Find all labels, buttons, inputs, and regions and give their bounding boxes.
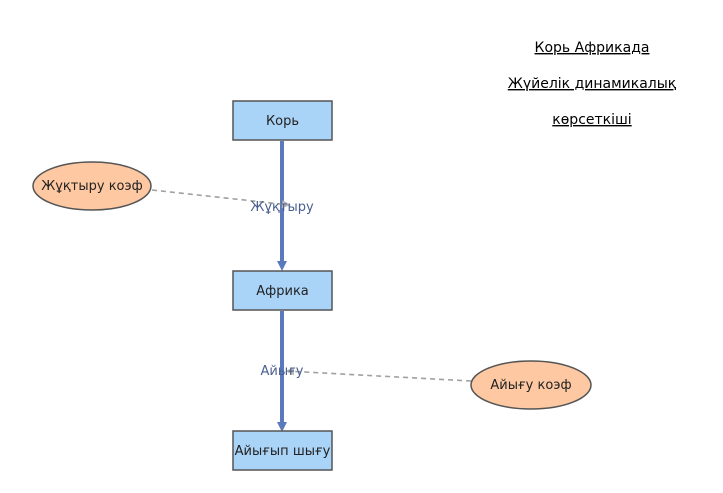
- stock-recovered[interactable]: Айығып шығу: [232, 430, 333, 471]
- param-recovery-coef[interactable]: Айығу коэф: [470, 360, 592, 410]
- stock-measles[interactable]: Корь: [232, 100, 333, 141]
- infection-flow-label[interactable]: Жұқтыру: [250, 200, 314, 215]
- param-infection-coef-ellipse: [32, 161, 152, 211]
- stock-africa-label: Африка: [256, 284, 309, 299]
- recovery-coef-link: [285, 367, 472, 382]
- param-infection-coef[interactable]: Жұқтыру коэф: [32, 161, 152, 211]
- diagram-title: Корь Африкада Жүйелік динамикалық көрсет…: [508, 40, 677, 128]
- stock-measles-label: Корь: [266, 114, 299, 129]
- stock-recovered-label: Айығып шығу: [235, 444, 331, 459]
- recovery-flow-label[interactable]: Айығу: [261, 364, 304, 379]
- stock-recovered-box: [232, 430, 333, 471]
- stock-africa[interactable]: Африка: [232, 270, 333, 311]
- title-line-1: Корь Африкада: [535, 40, 650, 56]
- param-infection-coef-label: Жұқтыру коэф: [41, 179, 143, 194]
- title-line-3: көрсеткіші: [552, 112, 631, 128]
- param-recovery-coef-label: Айығу коэф: [490, 378, 571, 393]
- title-line-2: Жүйелік динамикалық: [508, 76, 677, 92]
- stock-measles-box: [232, 100, 333, 141]
- param-recovery-coef-ellipse: [470, 360, 592, 410]
- stock-africa-box: [232, 270, 333, 311]
